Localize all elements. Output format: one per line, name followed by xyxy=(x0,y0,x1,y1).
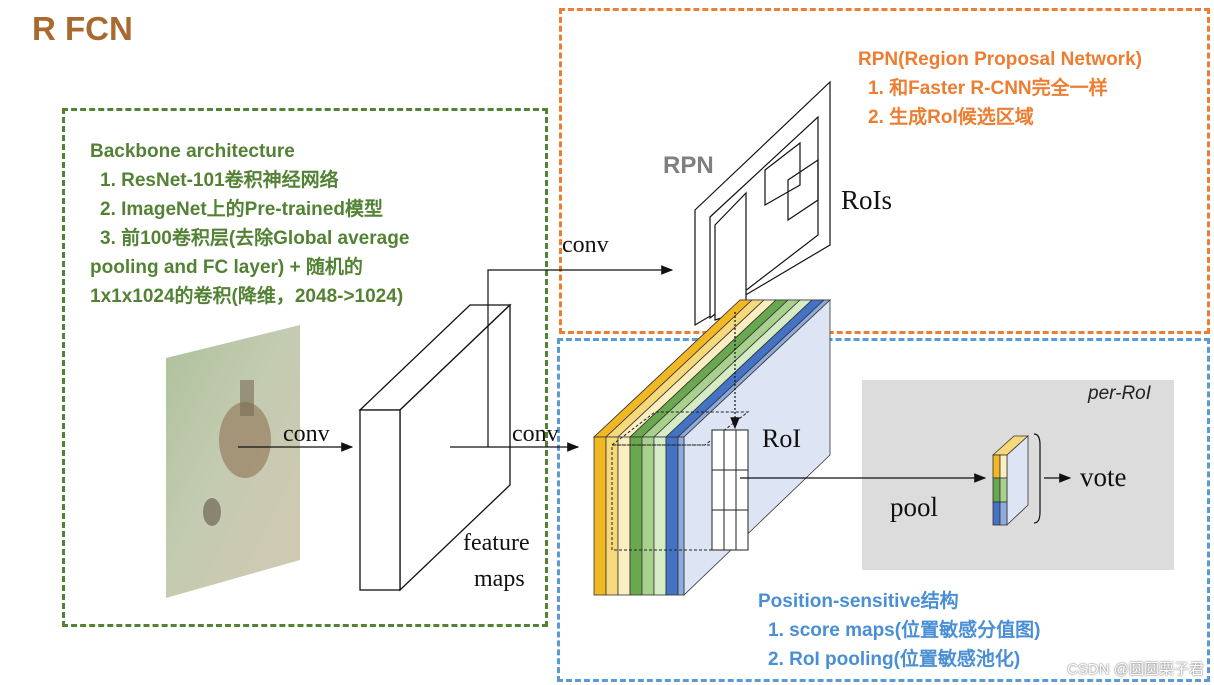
rpn-item: 1. 和Faster R-CNN完全一样 xyxy=(868,78,1108,99)
backbone-region-box xyxy=(62,108,548,627)
input-image xyxy=(166,325,300,598)
rpn-heading: RPN(Region Proposal Network) xyxy=(858,49,1142,70)
watermark: CSDN @圆圆栗子君 xyxy=(1067,661,1204,678)
ps-text: Position-sensitive结构 1. score maps(位置敏感分… xyxy=(758,587,1040,674)
backbone-continuation: pooling and FC layer) + 随机的 xyxy=(90,257,363,278)
roi-label: RoI xyxy=(762,424,801,453)
rpn-planes xyxy=(694,80,831,327)
backbone-item: 1. ResNet-101卷积神经网络 xyxy=(100,170,339,191)
roi-grid xyxy=(610,411,750,551)
slide-title: R FCN xyxy=(32,10,133,47)
backbone-item: 3. 前100卷积层(去除Global average xyxy=(100,228,410,249)
pooled-cube xyxy=(991,435,1030,526)
backbone-heading: Backbone architecture xyxy=(90,141,295,162)
conv-label-3: conv xyxy=(562,232,609,258)
ps-item: 1. score maps(位置敏感分值图) xyxy=(768,620,1041,641)
vote-bracket xyxy=(1033,433,1041,524)
conv-arrow-3 xyxy=(487,265,674,447)
pool-label: pool xyxy=(890,492,939,522)
backbone-continuation: 1x1x1024的卷积(降维，2048->1024) xyxy=(90,286,404,307)
per-roi-label: per-RoI xyxy=(1088,383,1152,404)
position-sensitive-region-box xyxy=(557,338,1210,682)
backbone-item: 2. ImageNet上的Pre-trained模型 xyxy=(100,199,383,220)
rpn-text: RPN(Region Proposal Network) 1. 和Faster … xyxy=(858,45,1142,132)
rois-label: RoIs xyxy=(841,185,893,215)
ps-item: 2. RoI pooling(位置敏感池化) xyxy=(768,649,1021,670)
rpn-diagram-label: RPN xyxy=(663,152,714,179)
feature-maps-label-2: maps xyxy=(474,566,525,592)
backbone-text: Backbone architecture 1. ResNet-101卷积神经网… xyxy=(90,137,409,311)
rpn-region-box xyxy=(559,8,1210,334)
conv-label-2: conv xyxy=(512,421,559,447)
vote-label: vote xyxy=(1080,462,1127,492)
ps-heading: Position-sensitive结构 xyxy=(758,591,959,612)
conv-label-1: conv xyxy=(283,421,330,447)
rpn-item: 2. 生成RoI候选区域 xyxy=(868,107,1034,128)
feature-maps-label-1: feature xyxy=(463,530,530,556)
